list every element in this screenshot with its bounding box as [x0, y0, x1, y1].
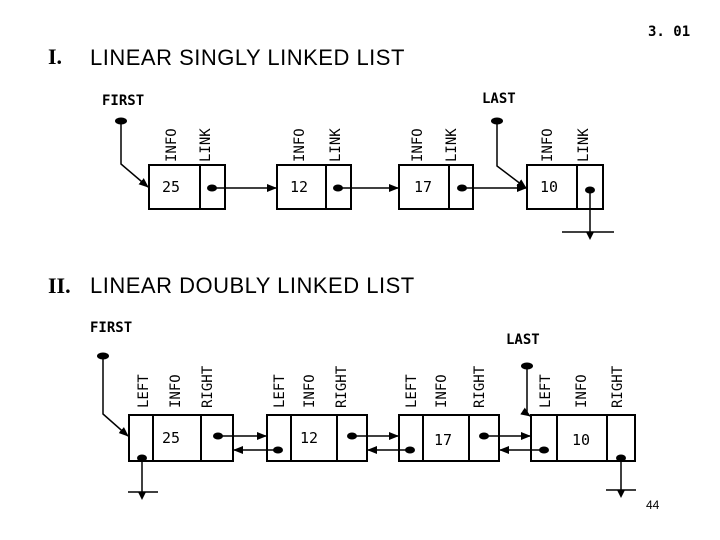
doubly-node3-value: 17: [434, 431, 453, 449]
singly-first-label: FIRST: [102, 93, 145, 109]
singly-last-label: LAST: [482, 91, 516, 107]
singly-first-pointer: [120, 121, 149, 188]
doubly-node2-value: 12: [300, 429, 319, 447]
page-number: 44: [646, 498, 660, 512]
singly-node-4: [526, 164, 604, 210]
section-2-numeral: II.: [48, 273, 71, 298]
doubly-first-pointer: [102, 356, 129, 437]
singly-node-3: [398, 164, 474, 210]
doubly-node4-value: 10: [572, 431, 591, 449]
singly-last-pointer: [496, 121, 527, 189]
doubly-last-pointer: [520, 366, 531, 417]
pointer-dots: [97, 117, 626, 462]
singly-node4-value: 10: [540, 178, 559, 196]
section-2-title: LINEAR DOUBLY LINKED LIST: [90, 273, 415, 298]
section-1-numeral: I.: [48, 44, 63, 69]
doubly-node-3: [398, 414, 500, 462]
singly-node-1: [148, 164, 226, 210]
singly-node3-value: 17: [414, 178, 433, 196]
ground-arrows: [138, 232, 625, 500]
singly-node2-value: 12: [290, 178, 309, 196]
doubly-node-2: [266, 414, 368, 462]
slide-number: 3. 01: [648, 24, 691, 40]
section-1-title: LINEAR SINGLY LINKED LIST: [90, 45, 405, 70]
doubly-first-label: FIRST: [90, 320, 133, 336]
doubly-node-4: [530, 414, 636, 462]
doubly-node-1: [128, 414, 234, 462]
doubly-last-label: LAST: [506, 332, 540, 348]
singly-node-2: [276, 164, 352, 210]
doubly-node1-value: 25: [162, 429, 181, 447]
singly-node1-value: 25: [162, 178, 181, 196]
